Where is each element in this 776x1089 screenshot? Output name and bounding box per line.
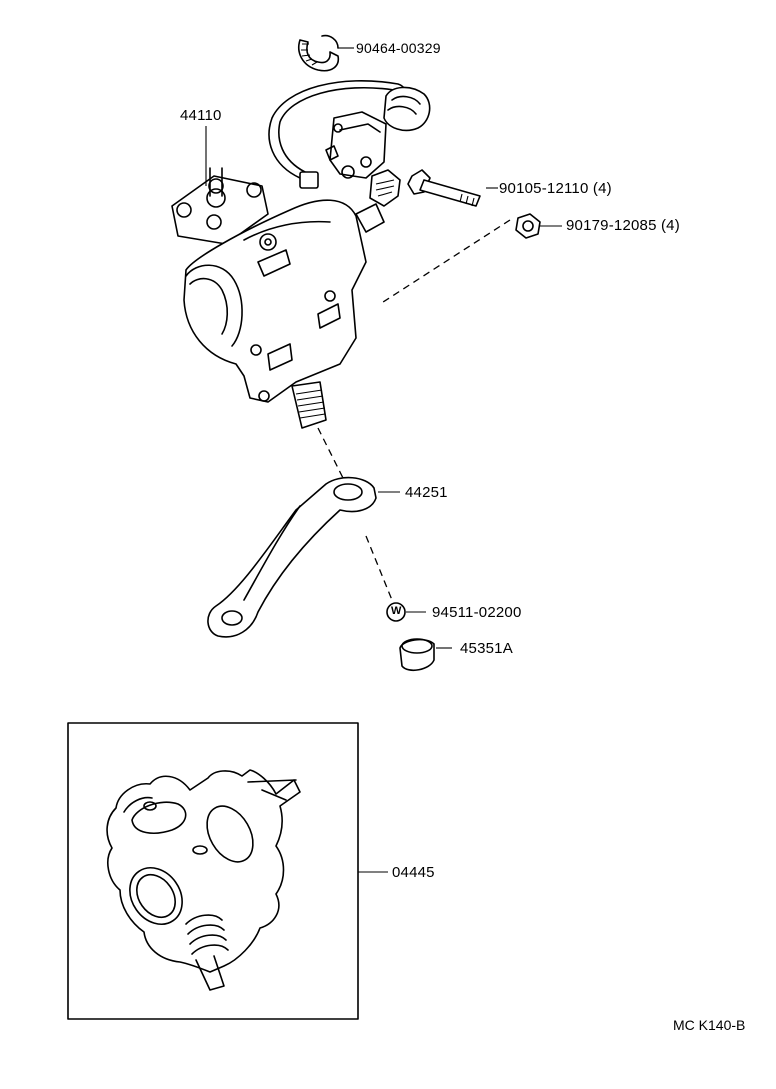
part-number-90464: 90464-00329 (356, 40, 441, 56)
washer-mark: W (391, 605, 402, 617)
reference-code: MC K140-B (673, 1017, 746, 1033)
part-number-44251: 44251 (405, 484, 448, 501)
gasket-kit-box (67, 722, 359, 1020)
control-valve-drawing (299, 111, 401, 207)
pressure-hose-drawing (268, 80, 431, 179)
gasket-kit-drawing (106, 769, 301, 991)
pitman-arm-drawing (207, 476, 377, 638)
steering-gear-housing-drawing (171, 167, 385, 429)
nut-drawing (515, 213, 541, 239)
part-number-94511: 94511-02200 (432, 604, 522, 621)
part-number-90105: 90105-12110 (4) (499, 180, 612, 197)
part-number-44110: 44110 (180, 107, 222, 124)
castle-nut-drawing (399, 638, 435, 672)
part-number-90179: 90179-12085 (4) (566, 217, 680, 234)
nut-dashed-line (379, 219, 511, 305)
bolt-drawing (407, 169, 481, 207)
part-number-45351A: 45351A (460, 640, 513, 657)
washer-drawing (386, 602, 406, 622)
arm-dashed-line (365, 535, 393, 601)
shaft-dashed-line (317, 427, 345, 481)
hose-clamp-drawing (298, 34, 340, 72)
part-number-04445: 04445 (392, 864, 435, 881)
